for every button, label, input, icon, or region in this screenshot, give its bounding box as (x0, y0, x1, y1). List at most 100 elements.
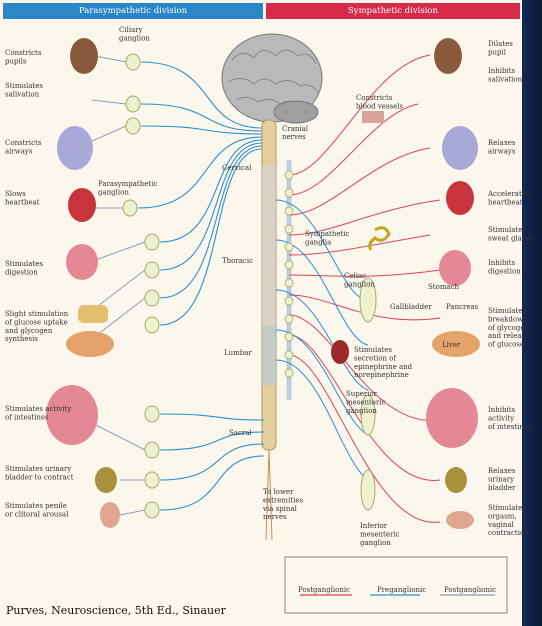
para-ganglion-3 (122, 199, 138, 217)
label-cervical: Cervical (222, 164, 252, 172)
blood-vessel-icon (362, 111, 384, 123)
para-preganglionic-1 (140, 103, 263, 132)
legend-pre: Preganglionic (377, 586, 426, 594)
intestines-icon-right (426, 388, 478, 448)
genital-icon-right (446, 511, 474, 529)
header-sympathetic: Sympathetic division (266, 3, 520, 19)
para-preganglionic-10 (159, 443, 265, 481)
para-ganglion-5 (144, 261, 160, 279)
legend-post-red: Postganglionic (298, 586, 350, 594)
chain-ganglion-0 (284, 170, 294, 180)
credit-caption: Purves, Neuroscience, 5th Ed., Sinauer (6, 604, 226, 617)
chain-ganglion-5 (284, 260, 294, 270)
legend-post-blue: Postganglionic (444, 586, 496, 594)
para-ganglion-0 (125, 53, 141, 71)
label-gallbladder: Gallbladder (390, 303, 432, 311)
liver-icon-left (66, 331, 114, 357)
label-pancreas: Pancreas (446, 303, 479, 311)
symp-postganglionic-6 (288, 294, 441, 321)
lungs-icon-right (442, 126, 478, 170)
symp-preganglionic-4 (275, 359, 369, 481)
chain-ganglion-7 (284, 296, 294, 306)
para-preganglionic-9 (159, 431, 265, 451)
brain-illustration (221, 33, 323, 124)
para-ganglion-7 (144, 316, 160, 334)
heart-icon-left (68, 188, 96, 222)
chain-ganglion-2 (284, 206, 294, 216)
para-ganglion-10 (144, 471, 160, 489)
para-ganglion-4 (144, 233, 160, 251)
para-preganglionic-3 (137, 136, 263, 209)
stomach-icon-left (66, 244, 98, 280)
para-postganglionic-0 (94, 55, 127, 63)
label-lumbar: Lumbar (224, 349, 252, 357)
pancreas-icon-left (78, 305, 108, 323)
symp-postganglionic-3 (288, 199, 441, 236)
slide-edge (522, 0, 542, 626)
para-postganglionic-4 (89, 241, 146, 263)
para-preganglionic-6 (159, 145, 263, 299)
symp-postganglionic-9 (288, 354, 441, 523)
chain-ganglion-11 (284, 368, 294, 378)
nerve-pathways (81, 54, 441, 523)
inferior-mesenteric-ganglion (360, 469, 376, 511)
chain-ganglion-8 (284, 314, 294, 324)
symp-postganglionic-1 (288, 103, 419, 196)
para-ganglion-1 (125, 95, 141, 113)
lungs-icon-left (57, 126, 93, 170)
spinal-cord (261, 119, 277, 541)
symp-postganglionic-5 (288, 269, 441, 277)
superior-mesenteric-ganglion (360, 394, 376, 436)
symp-postganglionic-2 (288, 147, 431, 216)
chain-ganglion-1 (284, 188, 294, 198)
para-ganglion-6 (144, 289, 160, 307)
para-preganglionic-7 (159, 148, 263, 326)
chain-ganglion-9 (284, 332, 294, 342)
face-icon-left (70, 38, 98, 74)
symp-preganglionic-0 (275, 199, 369, 301)
bladder-icon-left (95, 467, 117, 493)
para-preganglionic-4 (159, 139, 263, 243)
symp-preganglionic-2 (275, 289, 369, 391)
sweat-gland-icon (368, 226, 391, 251)
chain-ganglion-10 (284, 350, 294, 360)
label-liver: Liver (442, 341, 461, 349)
para-ganglion-9 (144, 441, 160, 459)
heart-icon-right (446, 181, 474, 215)
para-ganglion-11 (144, 501, 160, 519)
symp-postganglionic-8 (288, 334, 441, 481)
para-preganglionic-5 (159, 142, 263, 271)
stomach-icon-right (439, 250, 471, 286)
credit-text: Purves, Neuroscience, 5th Ed., Sinauer (6, 604, 226, 617)
symp-postganglionic-4 (288, 234, 431, 256)
header-parasympathetic: Parasympathetic division (3, 3, 263, 19)
para-preganglionic-0 (140, 61, 263, 129)
para-ganglion-2 (125, 117, 141, 135)
bladder-icon-right (445, 467, 467, 493)
para-ganglion-8 (144, 405, 160, 423)
